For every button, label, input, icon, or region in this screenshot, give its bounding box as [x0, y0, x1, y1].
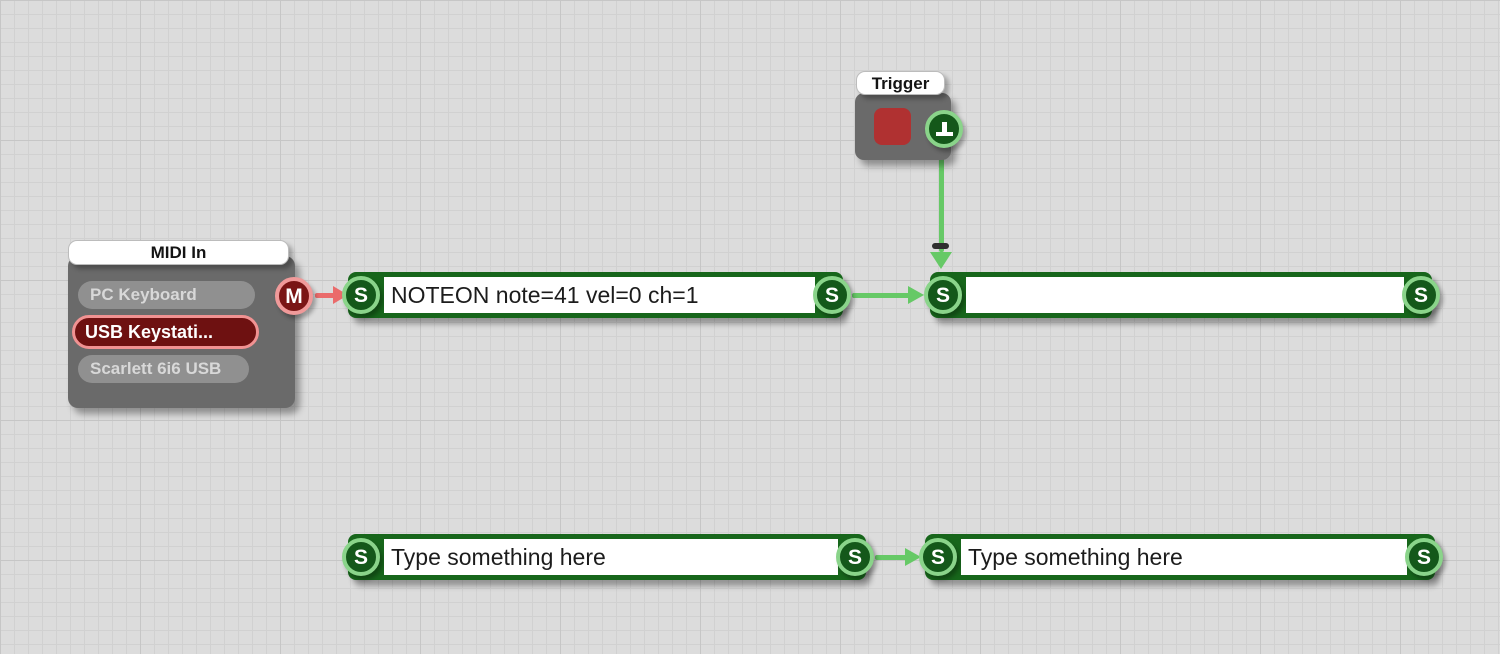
wire-midi-to-string1[interactable] [315, 293, 335, 298]
string-node-empty: S S [924, 272, 1440, 318]
arrowhead-right-icon [905, 548, 921, 566]
wire-junction-dot [932, 243, 949, 249]
trigger-node-title: Trigger [856, 71, 945, 95]
arrowhead-right-icon [908, 286, 924, 304]
string-output-connector[interactable]: S [1402, 276, 1440, 314]
string-output-connector[interactable]: S [813, 276, 851, 314]
arrowhead-down-icon [930, 252, 952, 269]
string-node-noteon: S S [342, 272, 851, 318]
string-value-field[interactable] [966, 277, 1404, 313]
string-value-field[interactable] [961, 539, 1407, 575]
string-input-connector[interactable]: S [342, 276, 380, 314]
string-output-connector[interactable]: S [836, 538, 874, 576]
string-value-field[interactable] [384, 539, 838, 575]
midi-device-option-usb-keystation-selected[interactable]: USB Keystati... [72, 315, 259, 349]
string-input-connector[interactable]: S [342, 538, 380, 576]
midi-connector-label: M [285, 284, 303, 308]
string-node-typehere-right: S S [919, 534, 1443, 580]
wire-string1-to-string2[interactable] [852, 293, 910, 298]
midi-device-option-pc-keyboard[interactable]: PC Keyboard [78, 281, 255, 309]
trigger-output-connector[interactable] [925, 110, 963, 148]
string-output-connector[interactable]: S [1405, 538, 1443, 576]
trigger-fire-button[interactable] [874, 108, 911, 145]
trigger-pulse-icon [935, 122, 953, 136]
midi-output-connector[interactable]: M [275, 277, 313, 315]
string-node-typehere-left: S S [342, 534, 874, 580]
wire-trigger-to-string2[interactable] [939, 147, 944, 252]
midi-device-option-scarlett[interactable]: Scarlett 6i6 USB [78, 355, 249, 383]
string-input-connector[interactable]: S [924, 276, 962, 314]
string-value-field[interactable] [384, 277, 815, 313]
midi-in-node-title: MIDI In [68, 240, 289, 265]
string-input-connector[interactable]: S [919, 538, 957, 576]
wire-string3-to-string4[interactable] [875, 555, 907, 560]
